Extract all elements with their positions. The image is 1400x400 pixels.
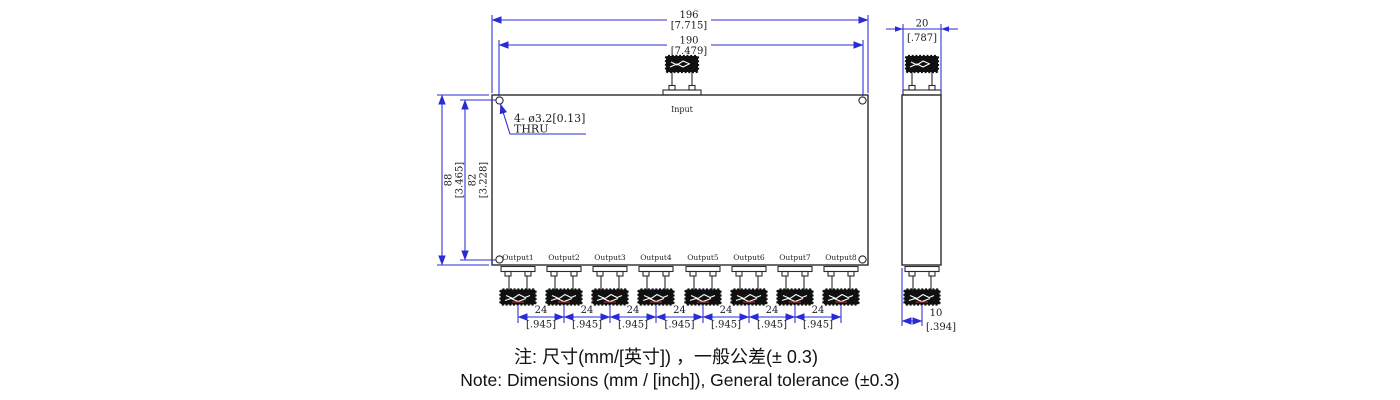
dim-24-inch: [.945]	[711, 320, 741, 331]
dim-82-mm: 82	[468, 174, 479, 187]
dim-24-inch: [.945]	[664, 320, 694, 331]
mounting-hole	[858, 96, 867, 105]
side-view	[901, 54, 943, 306]
output-label-5: Output5	[687, 253, 719, 262]
dim-20-mm: 20	[916, 19, 929, 30]
dim-overall-width: 196 [7.715]	[491, 10, 869, 93]
dim-24-inch: [.945]	[803, 320, 833, 331]
dim-24-mm: 24	[812, 305, 825, 316]
dim-190-inch: [7.479]	[671, 46, 708, 57]
dim-24-inch: [.945]	[618, 320, 648, 331]
dim-output-pitch-chain: 24 [.945] 24 [.945] 24 [.945] 24 [.945] …	[517, 305, 842, 331]
dim-24-mm: 24	[720, 305, 733, 316]
mounting-hole	[495, 96, 504, 105]
output-label-1: Output1	[502, 253, 533, 262]
dim-196-inch: [7.715]	[671, 21, 708, 32]
dim-24-inch: [.945]	[757, 320, 787, 331]
front-view: Input Output1 Output2 Output3 Output4 Ou…	[491, 54, 869, 306]
output-label-6: Output6	[733, 253, 765, 262]
output-connector-1	[499, 265, 537, 306]
dim-88-mm: 88	[444, 174, 455, 187]
leader-line	[499, 103, 586, 135]
input-connector	[661, 54, 703, 97]
output-label-2: Output2	[548, 253, 580, 262]
output-connector-6	[730, 265, 768, 306]
output-connector-7	[776, 265, 814, 306]
dim-20-inch: [.787]	[907, 33, 937, 44]
side-output-connector	[903, 265, 941, 306]
output-label-4: Output4	[640, 253, 672, 262]
note-line-en: Note: Dimensions (mm / [inch]), General …	[460, 370, 899, 390]
dim-24-mm: 24	[535, 305, 548, 316]
dim-24-inch: [.945]	[572, 320, 602, 331]
output-connector-8	[822, 265, 860, 306]
side-input-connector	[901, 54, 943, 97]
dim-10-mm: 10	[930, 308, 943, 319]
dim-24-mm: 24	[673, 305, 686, 316]
dim-mount-width: 190 [7.479]	[498, 36, 864, 96]
note-line-cn: 注: 尺寸(mm/[英寸]) ，一般公差(± 0.3)	[514, 347, 818, 367]
divider-body-side	[901, 94, 942, 266]
output-connector-5	[684, 265, 722, 306]
dim-mount-height: 82 [3.228]	[460, 99, 496, 261]
output-label-7: Output7	[779, 253, 811, 262]
output-connector-2	[545, 265, 583, 306]
hole-callout-thru: THRU	[514, 123, 548, 136]
dim-overall-height: 88 [3.465]	[437, 94, 489, 266]
output-connector-4	[637, 265, 675, 306]
arrowhead	[941, 26, 949, 32]
dim-output-offset: 10 [.394]	[901, 268, 956, 333]
dim-24-inch: [.945]	[526, 320, 556, 331]
hole-callout-text: 4- ø3.2[0.13]	[514, 112, 585, 125]
dim-24-mm: 24	[581, 305, 594, 316]
output-label-8: Output8	[825, 253, 857, 262]
notes: 注: 尺寸(mm/[英寸]) ，一般公差(± 0.3) Note: Dimens…	[460, 347, 899, 390]
arrowhead	[895, 26, 903, 32]
dim-10-inch: [.394]	[926, 322, 956, 333]
hole-callout: 4- ø3.2[0.13] THRU	[499, 103, 586, 136]
output-label-3: Output3	[594, 253, 626, 262]
input-label: Input	[671, 105, 694, 114]
output-connector-3	[591, 265, 629, 306]
dim-24-mm: 24	[627, 305, 640, 316]
dim-88-inch: [3.465]	[455, 162, 466, 199]
dim-depth: 20 [.787]	[886, 19, 958, 91]
dim-196-mm: 196	[679, 10, 698, 21]
mounting-hole	[858, 255, 867, 264]
dim-190-mm: 190	[679, 36, 698, 47]
dim-82-inch: [3.228]	[479, 162, 490, 199]
dim-24-mm: 24	[766, 305, 779, 316]
